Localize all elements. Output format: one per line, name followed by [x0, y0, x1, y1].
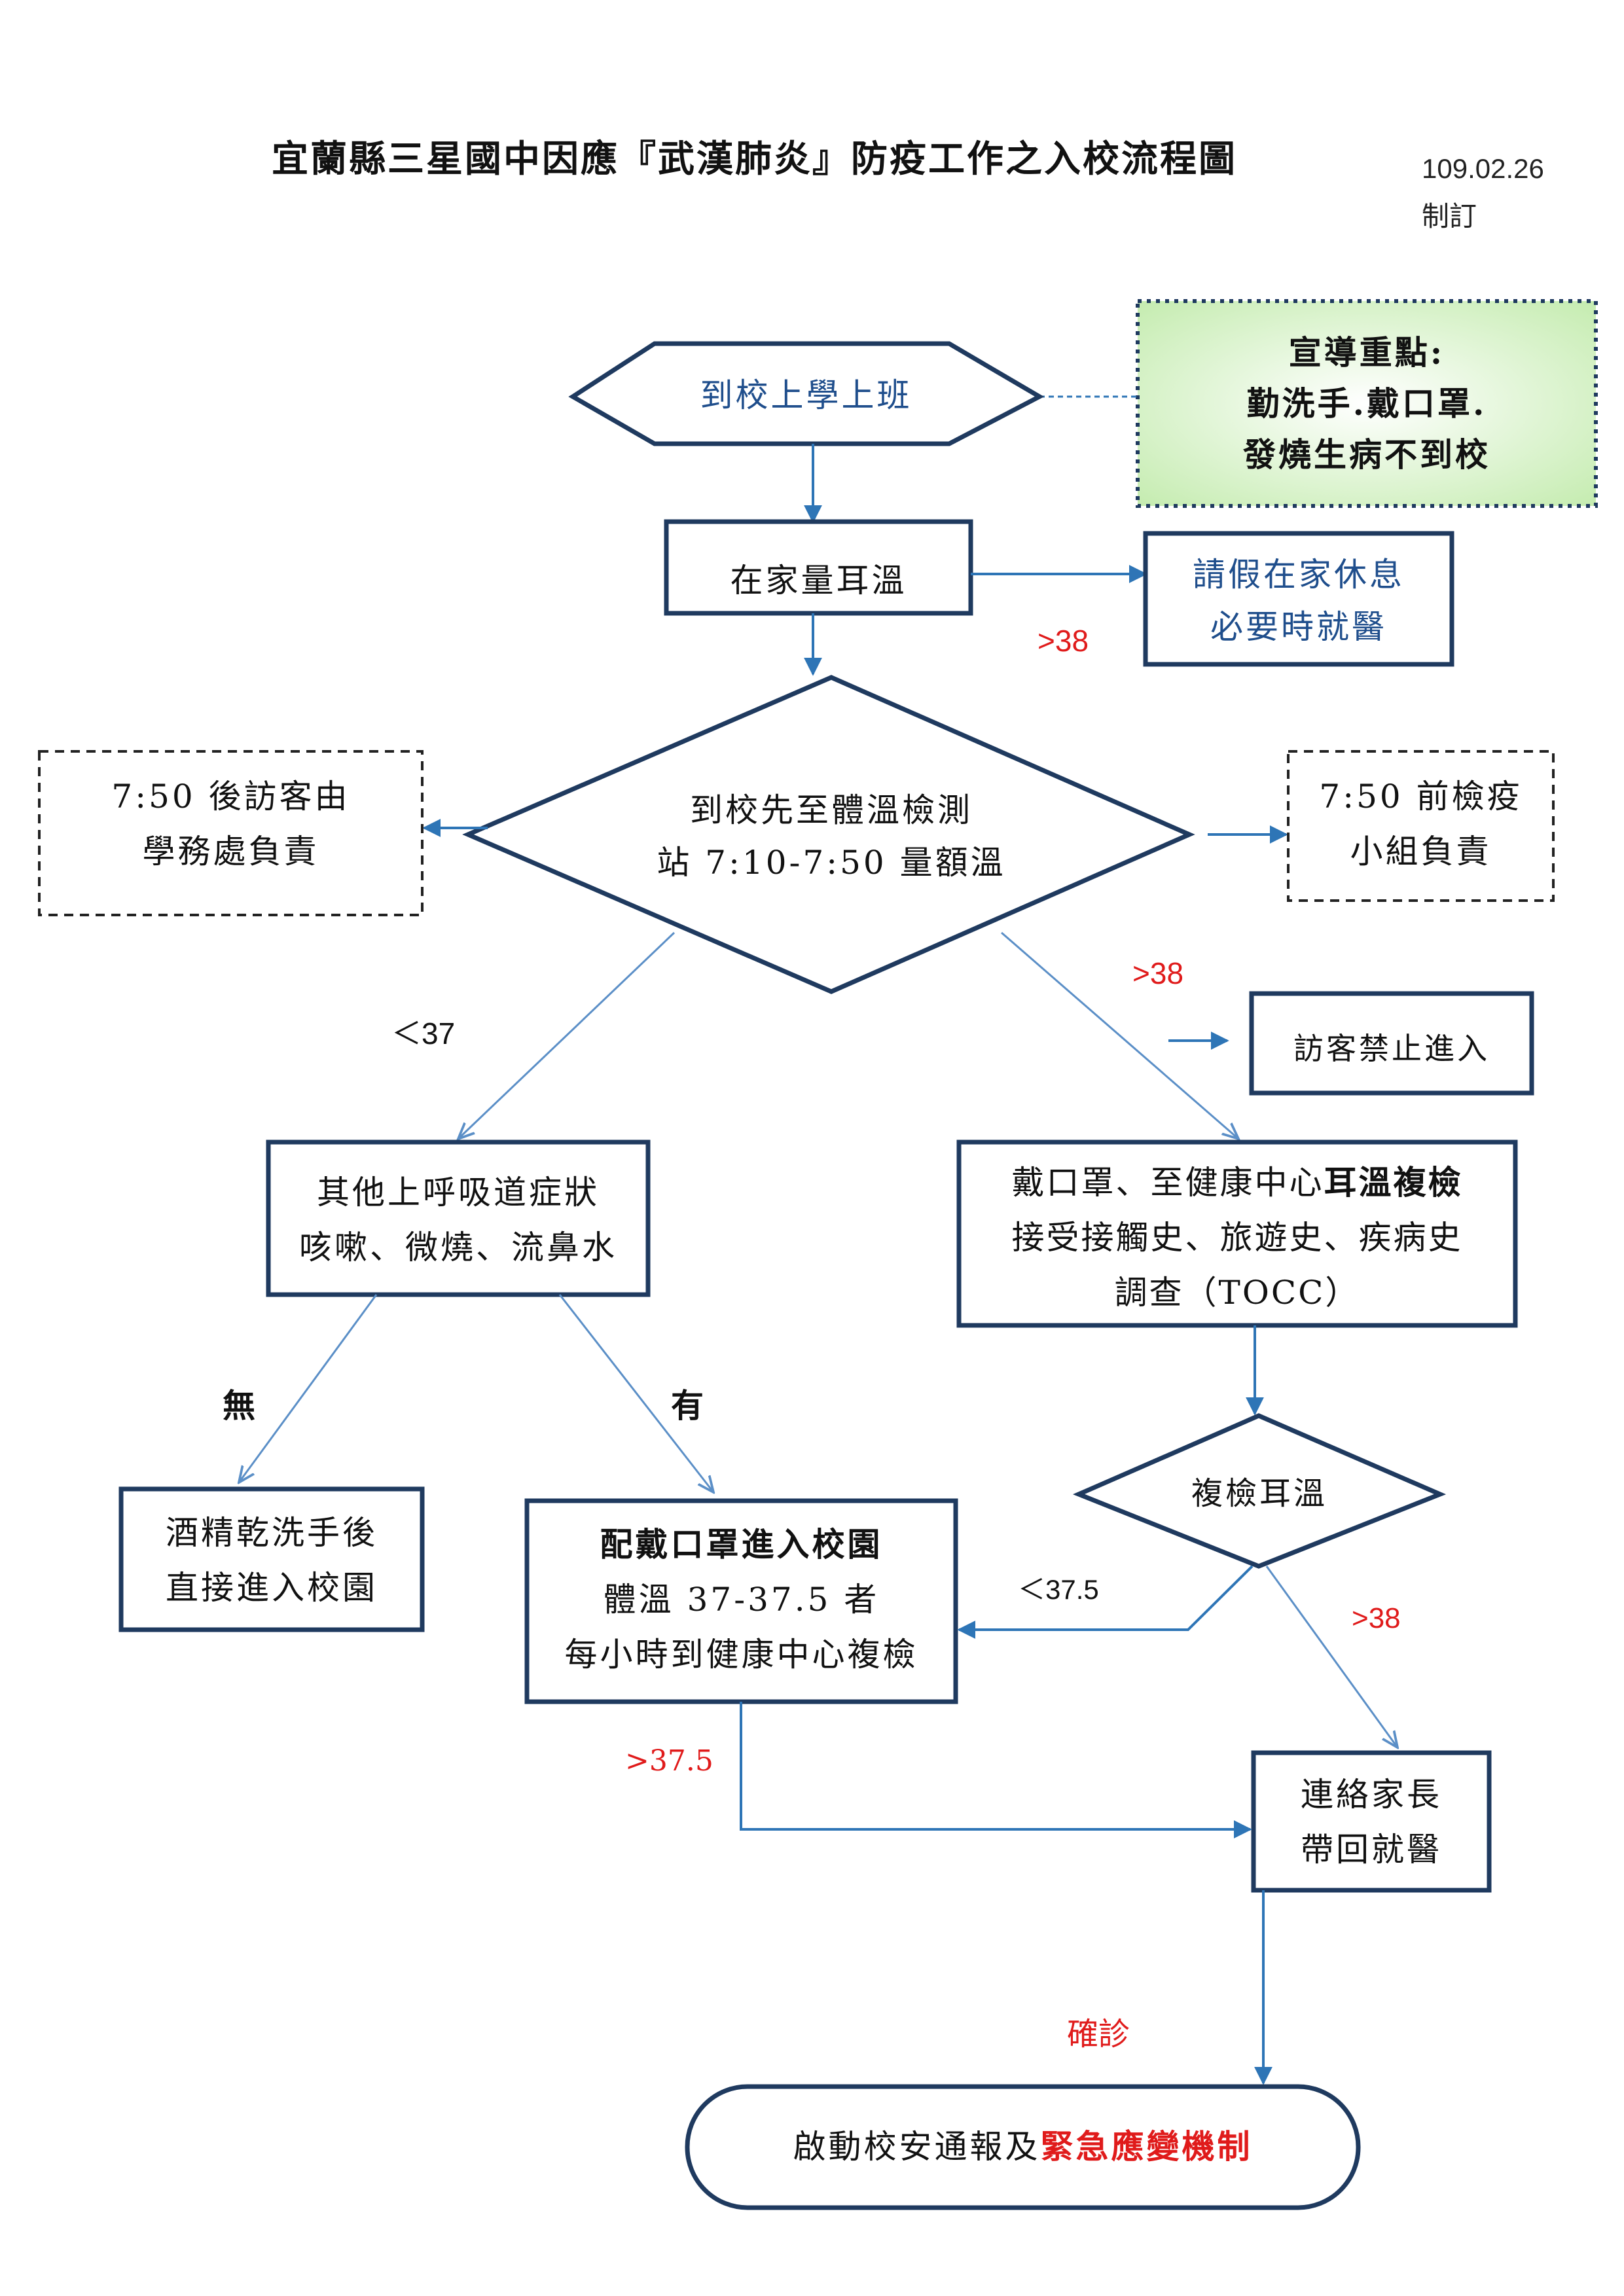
recheck-box	[956, 1139, 1518, 1328]
terminal-oval	[685, 2084, 1361, 2210]
recheck-line1: 戴口罩、至健康中心耳溫複檢	[959, 1155, 1515, 1210]
checkpoint-diamond	[462, 675, 1195, 994]
before-750-line1: 7:50 前檢疫	[1319, 778, 1523, 816]
label-gt38-check: >38	[1132, 956, 1184, 990]
mask-line3: 每小時到健康中心複檢	[564, 1636, 918, 1674]
arrow-symptoms-mask	[558, 1294, 713, 1492]
start-label: 到校上學上班	[700, 376, 912, 414]
recheck-line1a: 戴口罩、至健康中心	[1011, 1164, 1324, 1202]
symptoms-line1: 其他上呼吸道症狀	[317, 1174, 600, 1211]
before-750-box	[1287, 750, 1555, 902]
arrow-ear-mask	[957, 1565, 1254, 1639]
checkpoint-line2: 站 7:10-7:50 量額溫	[657, 844, 1006, 882]
start-hexagon	[568, 341, 1045, 446]
stay-home-box	[1143, 531, 1454, 667]
label-gt38-recheck: >38	[1352, 1602, 1401, 1634]
parents-line2: 帶回就醫	[1301, 1831, 1442, 1869]
recheck-line3: 調查（TOCC）	[1114, 1274, 1360, 1312]
before-750-text: 7:50 前檢疫 小組負責	[1288, 769, 1553, 879]
symptoms-line2: 咳嗽、微燒、流鼻水	[299, 1229, 617, 1266]
home-temp-label: 在家量耳溫	[730, 562, 907, 600]
visitor-after-line2: 學務處負責	[142, 833, 319, 870]
label-gt375: >37.5	[625, 1744, 713, 1778]
recheck-text: 戴口罩、至健康中心耳溫複檢 接受接觸史、旅遊史、疾病史 調查（TOCC）	[959, 1155, 1515, 1320]
arrow-ear-parents	[1265, 1566, 1398, 1748]
wash-box	[118, 1486, 425, 1632]
label-yes: 有	[671, 1386, 704, 1425]
recheck-line1b: 耳溫複檢	[1324, 1163, 1463, 1202]
parents-box	[1251, 1750, 1492, 1893]
revision-note: 制訂	[1422, 201, 1477, 232]
promo-line1: 勤洗手.戴口罩.	[1246, 384, 1487, 423]
arrow-mask-parents	[740, 1702, 1252, 1839]
stay-home-line2: 必要時就醫	[1210, 608, 1387, 646]
recheck-ear-label: 複檢耳溫	[1191, 1475, 1327, 1512]
visitor-ban-box	[1249, 991, 1534, 1096]
arrow-checkpoint-symptoms	[458, 931, 676, 1139]
label-none: 無	[223, 1386, 255, 1425]
arrow-symptoms-wash	[239, 1294, 378, 1482]
label-lt37: ＜37	[391, 1016, 456, 1050]
parents-line1: 連絡家長	[1301, 1776, 1442, 1814]
checkpoint-text: 到校先至體溫檢測 站 7:10-7:50 量額溫	[550, 784, 1113, 889]
promo-text: 宣導重點: 勤洗手.戴口罩. 發燒生病不到校	[1138, 327, 1596, 480]
wash-line2: 直接進入校園	[166, 1569, 378, 1607]
recheck-ear-diamond	[1072, 1413, 1447, 1569]
mask-line1: 配戴口罩進入校園	[600, 1525, 883, 1564]
stay-home-line1: 請假在家休息	[1193, 556, 1405, 594]
mask-line2: 體溫 37-37.5 者	[603, 1581, 880, 1619]
terminal-text: 啟動校安通報及緊急應變機制	[687, 2119, 1358, 2174]
promo-box	[1136, 299, 1598, 508]
symptoms-text: 其他上呼吸道症狀 咳嗽、微燒、流鼻水	[268, 1165, 648, 1275]
label-confirmed: 確診	[1067, 2016, 1130, 2053]
mask-box	[524, 1498, 958, 1704]
visitor-ban-label: 訪客禁止進入	[1293, 1031, 1490, 1066]
visitor-after-text: 7:50 後訪客由 學務處負責	[39, 769, 422, 879]
promo-title: 宣導重點:	[1288, 333, 1445, 372]
arrow-checkpoint-recheck	[1001, 931, 1238, 1139]
wash-line1: 酒精乾洗手後	[166, 1514, 378, 1552]
wash-text: 酒精乾洗手後 直接進入校園	[121, 1505, 422, 1615]
terminal-part-a: 啟動校安通報及	[793, 2128, 1041, 2166]
promo-line2: 發燒生病不到校	[1243, 435, 1490, 474]
page-title: 宜蘭縣三星國中因應『武漢肺炎』防疫工作之入校流程圖	[272, 137, 1237, 181]
before-750-line2: 小組負責	[1350, 833, 1492, 870]
label-lt375: ＜37.5	[1018, 1574, 1099, 1605]
label-gt38-home: >38	[1038, 624, 1089, 658]
parents-text: 連絡家長 帶回就醫	[1254, 1767, 1489, 1877]
recheck-line2: 接受接觸史、旅遊史、疾病史	[1011, 1219, 1463, 1257]
visitor-after-box	[38, 750, 424, 916]
terminal-part-b: 緊急應變機制	[1040, 2127, 1253, 2166]
stay-home-text: 請假在家休息 必要時就醫	[1146, 548, 1452, 653]
home-temp-box	[664, 519, 973, 616]
visitor-after-line1: 7:50 後訪客由	[111, 778, 350, 816]
mask-text: 配戴口罩進入校園 體溫 37-37.5 者 每小時到健康中心複檢	[527, 1517, 956, 1682]
checkpoint-line1: 到校先至體溫檢測	[690, 791, 973, 829]
revision-date: 109.02.26	[1422, 153, 1544, 184]
symptoms-box	[266, 1139, 651, 1297]
